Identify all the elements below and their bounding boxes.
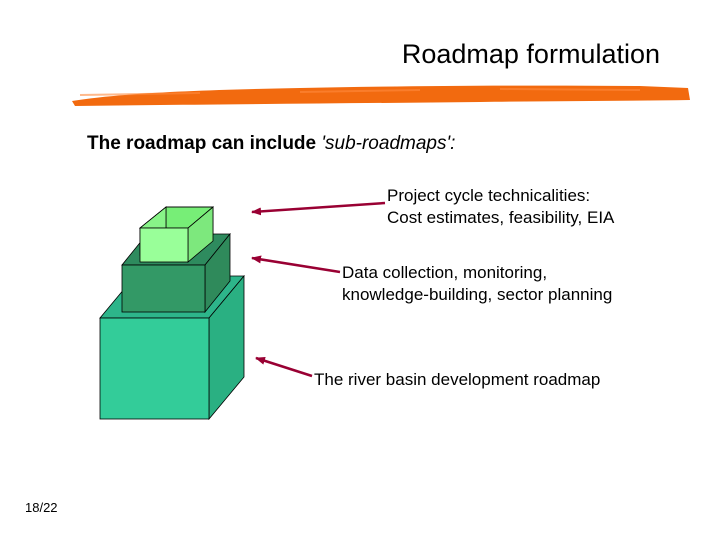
bottom-box-front-face (99, 317, 210, 420)
label-data-collection-line2: knowledge-building, sector planning (342, 285, 613, 304)
arrow-middle-layer (251, 255, 341, 274)
page-number: 18/22 (25, 500, 58, 515)
label-data-collection: Data collection, monitoring, knowledge-b… (342, 262, 612, 306)
label-river-basin: The river basin development roadmap (314, 369, 600, 391)
slide-title: Roadmap formulation (401, 39, 660, 69)
top-box (138, 206, 215, 263)
label-data-collection-line1: Data collection, monitoring, (342, 263, 548, 282)
subtitle: The roadmap can include 'sub-roadmaps': (87, 132, 455, 156)
arrow-bottom-layer (255, 356, 313, 378)
subtitle-text: The roadmap can include (87, 133, 322, 154)
label-project-cycle-line2: Cost estimates, feasibility, EIA (387, 208, 615, 227)
label-project-cycle: Project cycle technicalities: Cost estim… (387, 185, 614, 229)
middle-box-front-face (121, 264, 206, 313)
subtitle-emphasis: 'sub-roadmaps': (321, 133, 456, 154)
arrow-top-layer (251, 201, 386, 216)
label-project-cycle-line1: Project cycle technicalities: (387, 186, 591, 205)
label-river-basin-line1: The river basin development roadmap (314, 370, 601, 389)
top-box-front-face (139, 227, 189, 263)
